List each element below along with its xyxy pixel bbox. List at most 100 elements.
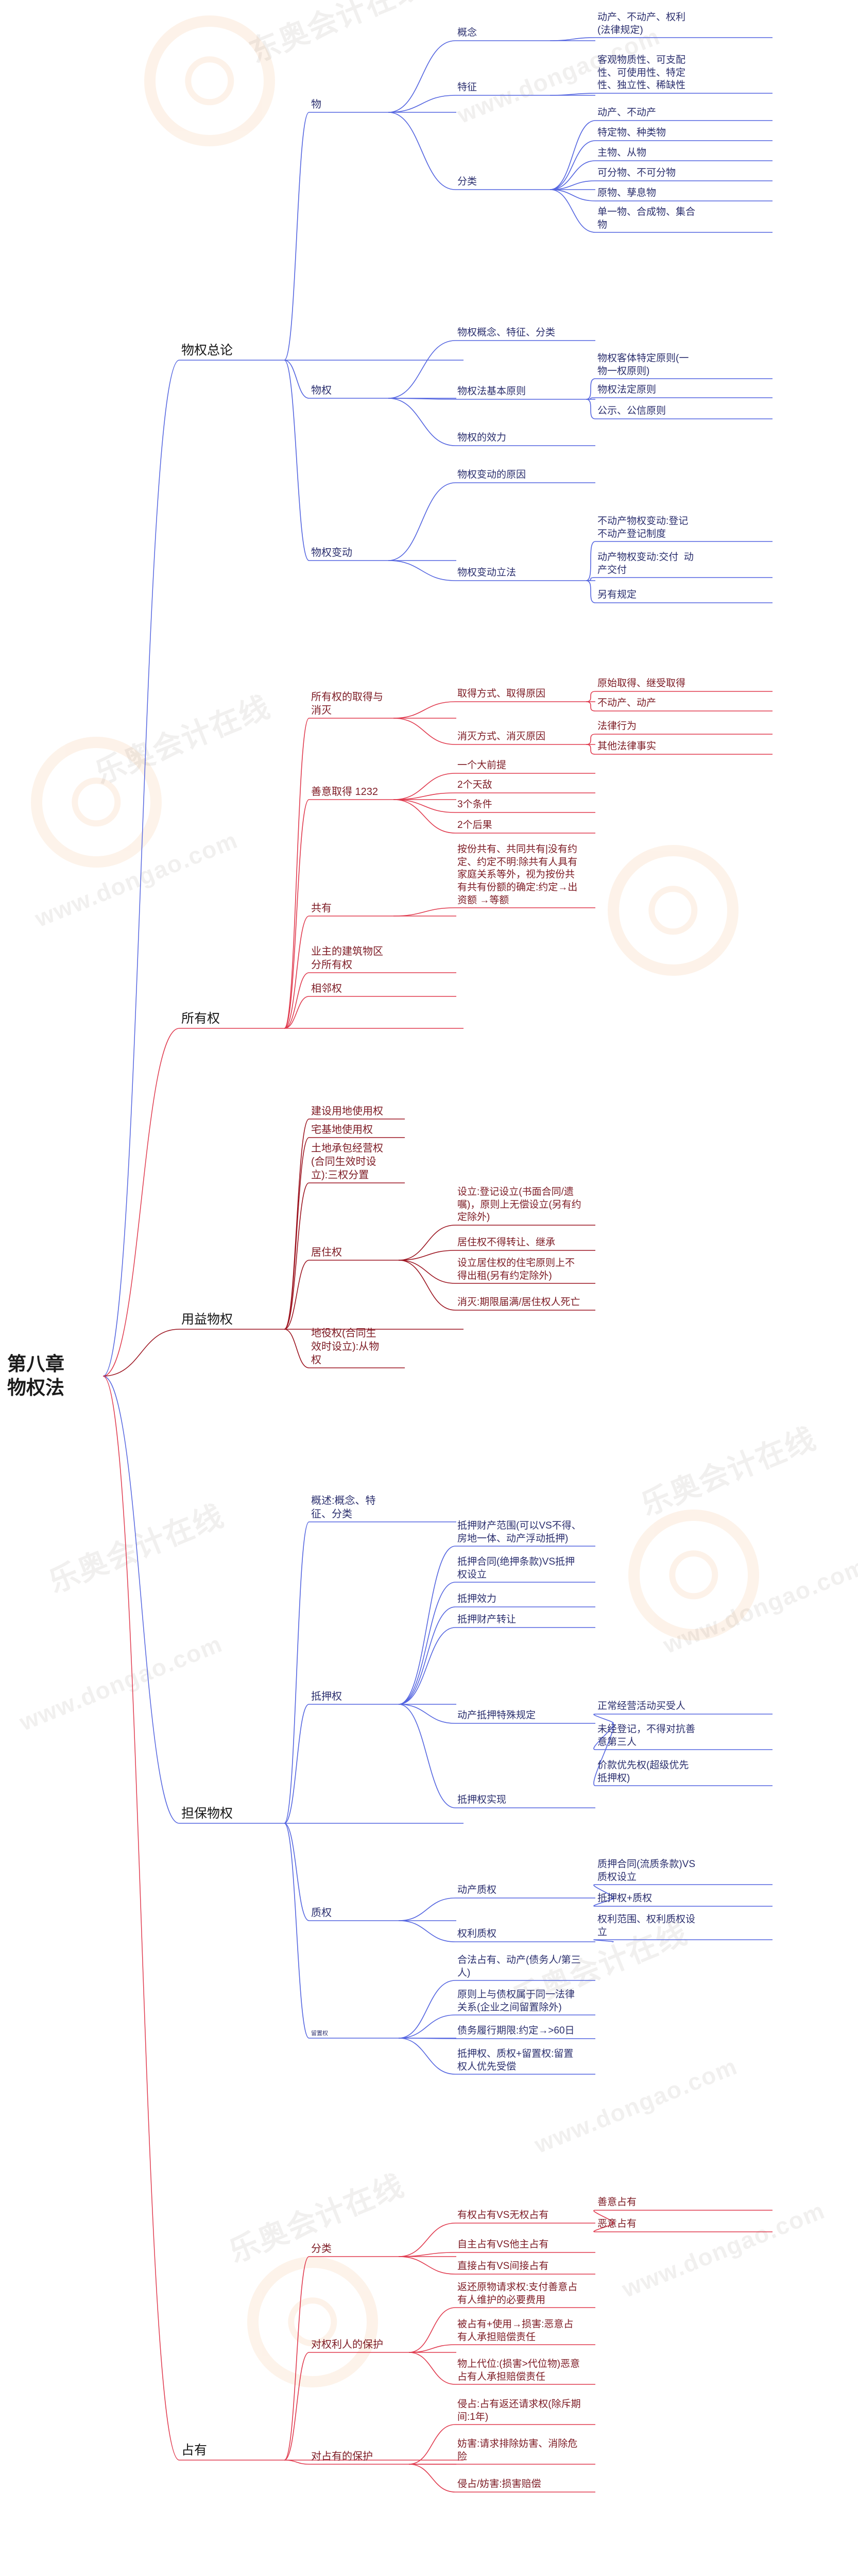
leaf-diyaquan-jia-zhiquan[interactable]: 抵押权+质权 (597, 1893, 653, 1904)
node-diyiquan[interactable]: 地役权(合同生 效时设立):从物 权 (311, 1328, 380, 1366)
leaf-tezheng-1[interactable]: 客观物质性、可支配 性、可使用性、特定 性、独立性、稀缺性 (597, 55, 686, 91)
node-yuanze-shang-zhaiquan[interactable]: 原则上与债权属于同一法律 关系(企业之间留置除外) (457, 1989, 575, 2013)
leaf-gainian-1[interactable]: 动产、不动产、权利 (法律规定) (597, 12, 686, 36)
leaf-gongshi-gongxin[interactable]: 公示、公信原则 (597, 405, 666, 416)
node-yige-da-qianti[interactable]: 一个大前提 (457, 760, 507, 771)
node-fanghai-paichu[interactable]: 妨害:请求排除妨害、消除危 险 (457, 2438, 578, 2462)
watermark-text-10: www.dongao.com (15, 1630, 227, 1736)
leaf-juzhuquan-xiaomie[interactable]: 消灭:期限届满/居住权人死亡 (457, 1297, 580, 1308)
leaf-fenlei-6[interactable]: 单一物、合成物、集合 物 (597, 207, 696, 230)
node-zhaiwu-lvxing-qixian[interactable]: 债务履行期限:约定→>60日 (457, 2025, 575, 2036)
leaf-shanyi-zhanyou[interactable]: 善意占有 (597, 2197, 637, 2208)
node-2ge-tiandi[interactable]: 2个天敌 (457, 779, 492, 790)
leaf-falv-xingwei[interactable]: 法律行为 (597, 721, 637, 732)
branch-label-yongyi-wuquan[interactable]: 用益物权 (181, 1312, 233, 1327)
node-diya-caichan-zhuanrang[interactable]: 抵押财产转让 (457, 1614, 517, 1625)
node-zhijie-vs-jianjie[interactable]: 直接占有VS间接占有 (457, 2261, 549, 2272)
leaf-juzhuquan-zhuzhai[interactable]: 设立居住权的住宅原则上不 得出租(另有约定除外) (457, 1258, 575, 1281)
leaf-jiakuan-youxianquan[interactable]: 价款优先权(超级优先 抵押权) (597, 1760, 689, 1784)
node-fenlei[interactable]: 分类 (457, 176, 477, 187)
watermark-text-4: www.dongao.com (31, 826, 242, 933)
leaf-juzhuquan-buzhuanrang[interactable]: 居住权不得转让、继承 (457, 1237, 556, 1248)
node-liuzhiquan[interactable]: 留置权 (311, 2030, 328, 2037)
node-diyaquan[interactable]: 抵押权 (311, 1691, 342, 1702)
leaf-quanli-fanwei[interactable]: 权利范围、权利质权设 立 (597, 1914, 696, 1938)
node-wuquan-gainian-tezheng-fenlei[interactable]: 物权概念、特征、分类 (457, 327, 556, 338)
node-diya-caichan-fanwei[interactable]: 抵押财产范围(可以VS不得、 房地一体、动产浮动抵押) (457, 1520, 581, 1544)
leaf-weijing-dengji[interactable]: 未经登记，不得对抗善 意第三人 (597, 1724, 696, 1748)
node-dongchan-zhiquan[interactable]: 动产质权 (457, 1885, 497, 1895)
leaf-wuquan-fading-yuanze[interactable]: 物权法定原则 (597, 384, 657, 395)
node-qinzhan-fanhuan[interactable]: 侵占:占有返还请求权(除斥期 间:1年) (457, 2399, 581, 2422)
root-node[interactable]: 第八章 物权法 (7, 1353, 64, 1398)
node-qude-fangshi-yuanyin[interactable]: 取得方式、取得原因 (457, 688, 546, 699)
node-wuquan-biandong[interactable]: 物权变动 (311, 547, 352, 558)
node-biandong-lifa[interactable]: 物权变动立法 (457, 567, 517, 578)
watermark-text-3: 乐奥会计在线 (90, 690, 275, 791)
leaf-wuquan-keti-teding[interactable]: 物权客体特定原则(一 物一权原则) (597, 353, 689, 377)
node-suoyouquan-qude-xiaomie[interactable]: 所有权的取得与 消灭 (311, 691, 383, 716)
watermark-text-9: 乐奥会计在线 (44, 1499, 229, 1600)
node-youquan-vs-wuquan[interactable]: 有权占有VS无权占有 (457, 2210, 549, 2221)
watermark-ring-3 (608, 845, 739, 976)
node-dui-quanliren-baohu[interactable]: 对权利人的保护 (311, 2339, 383, 2350)
node-zhanyou-fenlei[interactable]: 分类 (311, 2243, 332, 2255)
node-biandong-yuanyin[interactable]: 物权变动的原因 (457, 469, 526, 480)
node-diya-xiaoli[interactable]: 抵押效力 (457, 1594, 497, 1604)
leaf-yuanshi-jishou[interactable]: 原始取得、继受取得 (597, 678, 686, 689)
leaf-qita-falv-shishi[interactable]: 其他法律事实 (597, 741, 657, 752)
leaf-fenlei-3[interactable]: 主物、从物 (597, 147, 647, 158)
leaf-eyi-zhanyou[interactable]: 恶意占有 (597, 2218, 637, 2229)
node-2ge-houguo[interactable]: 2个后果 (457, 820, 492, 831)
node-diyaquan-shixian[interactable]: 抵押权实现 (457, 1794, 507, 1805)
branch-label-zhanyou[interactable]: 占有 (181, 2443, 208, 2458)
node-gongyou[interactable]: 共有 (311, 903, 332, 914)
node-3ge-tiaojian[interactable]: 3个条件 (457, 799, 492, 810)
branch-label-danbao-wuquan[interactable]: 担保物权 (181, 1806, 233, 1821)
node-yezhu-jianzhuwu[interactable]: 业主的建筑物区 分所有权 (311, 946, 383, 971)
node-xianglinquan[interactable]: 相邻权 (311, 983, 342, 994)
leaf-budongchan-dongchan[interactable]: 不动产、动产 (597, 698, 657, 708)
node-juzhuquan[interactable]: 居住权 (311, 1247, 342, 1258)
leaf-zhiya-hetong[interactable]: 质押合同(流质条款)VS 质权设立 (597, 1859, 696, 1883)
node-quanli-zhiquan[interactable]: 权利质权 (457, 1928, 497, 1939)
node-zhaijidi[interactable]: 宅基地使用权 (311, 1124, 373, 1136)
node-gaishu[interactable]: 概述:概念、特 征、分类 (311, 1495, 376, 1520)
node-zhiquan[interactable]: 质权 (311, 1907, 332, 1919)
node-wu[interactable]: 物 (311, 99, 321, 110)
leaf-budongchan-biandong[interactable]: 不动产物权变动:登记 不动产登记制度 (597, 516, 689, 539)
leaf-lingyou-guiding[interactable]: 另有规定 (597, 589, 637, 600)
branch-label-suoyouquan[interactable]: 所有权 (181, 1011, 220, 1026)
node-tezheng[interactable]: 特征 (457, 82, 477, 93)
node-fanhuan-yuanwu[interactable]: 返还原物请求权:支付善意占 有人维护的必要费用 (457, 2282, 578, 2306)
node-hefa-zhanyou[interactable]: 合法占有、动产(债务人/第三 人) (457, 1955, 581, 1978)
watermark-ring-2 (31, 737, 162, 868)
leaf-zhengchang-jingying[interactable]: 正常经营活动买受人 (597, 1701, 686, 1711)
watermark-text-1: 东奥会计在线 (245, 0, 430, 70)
node-diya-hetong[interactable]: 抵押合同(绝押条款)VS抵押 权设立 (457, 1556, 575, 1580)
leaf-dongchan-biandong[interactable]: 动产物权变动:交付 动 产交付 (597, 552, 694, 575)
node-wuquan[interactable]: 物权 (311, 385, 332, 396)
node-xiaomie-fangshi-yuanyin[interactable]: 消灭方式、消灭原因 (457, 731, 546, 742)
leaf-fenlei-5[interactable]: 原物、孳息物 (597, 188, 657, 198)
node-gainian[interactable]: 概念 (457, 27, 477, 38)
node-wuquan-de-xiaoli[interactable]: 物权的效力 (457, 432, 507, 443)
branch-label-wuquan-zonglun[interactable]: 物权总论 (181, 343, 233, 358)
node-diya-zhi-liuzhi[interactable]: 抵押权、质权+留置权:留置 权人优先受偿 (457, 2048, 574, 2072)
node-shanyi-qude[interactable]: 善意取得 1232 (311, 786, 379, 798)
node-tudi-chengbao[interactable]: 土地承包经营权 (合同生效时设 立):三权分置 (311, 1143, 383, 1181)
node-wuquanfa-jiben-yuanze[interactable]: 物权法基本原则 (457, 386, 526, 397)
node-dongchan-diya-teshu[interactable]: 动产抵押特殊规定 (457, 1710, 536, 1721)
watermark-text-5: 乐奥会计在线 (636, 1421, 821, 1522)
node-zizhu-vs-tazhu[interactable]: 自主占有VS他主占有 (457, 2239, 549, 2250)
node-wushang-daiwei[interactable]: 物上代位:(损害>代位物)恶意 占有人承担赔偿责任 (457, 2359, 580, 2382)
node-dui-zhanyou-baohu[interactable]: 对占有的保护 (311, 2451, 373, 2462)
leaf-fenlei-4[interactable]: 可分物、不可分物 (597, 167, 676, 178)
leaf-gongyou-detail[interactable]: 按份共有、共同共有|没有约 定、约定不明:除共有人具有 家庭关系等外，视为按份共… (457, 844, 578, 906)
leaf-fenlei-2[interactable]: 特定物、种类物 (597, 127, 666, 138)
leaf-juzhuquan-sheli[interactable]: 设立:登记设立(书面合同/遗 嘱)，原则上无偿设立(另有约 定除外) (457, 1187, 581, 1223)
node-qinzhan-fanghai-peichang[interactable]: 侵占/妨害:损害赔偿 (457, 2479, 541, 2489)
node-jianshe-yongdi[interactable]: 建设用地使用权 (311, 1106, 383, 1117)
leaf-fenlei-1[interactable]: 动产、不动产 (597, 107, 657, 118)
node-bei-zhanyou-shiyong[interactable]: 被占有+使用→损害:恶意占 有人承担赔偿责任 (457, 2319, 574, 2343)
